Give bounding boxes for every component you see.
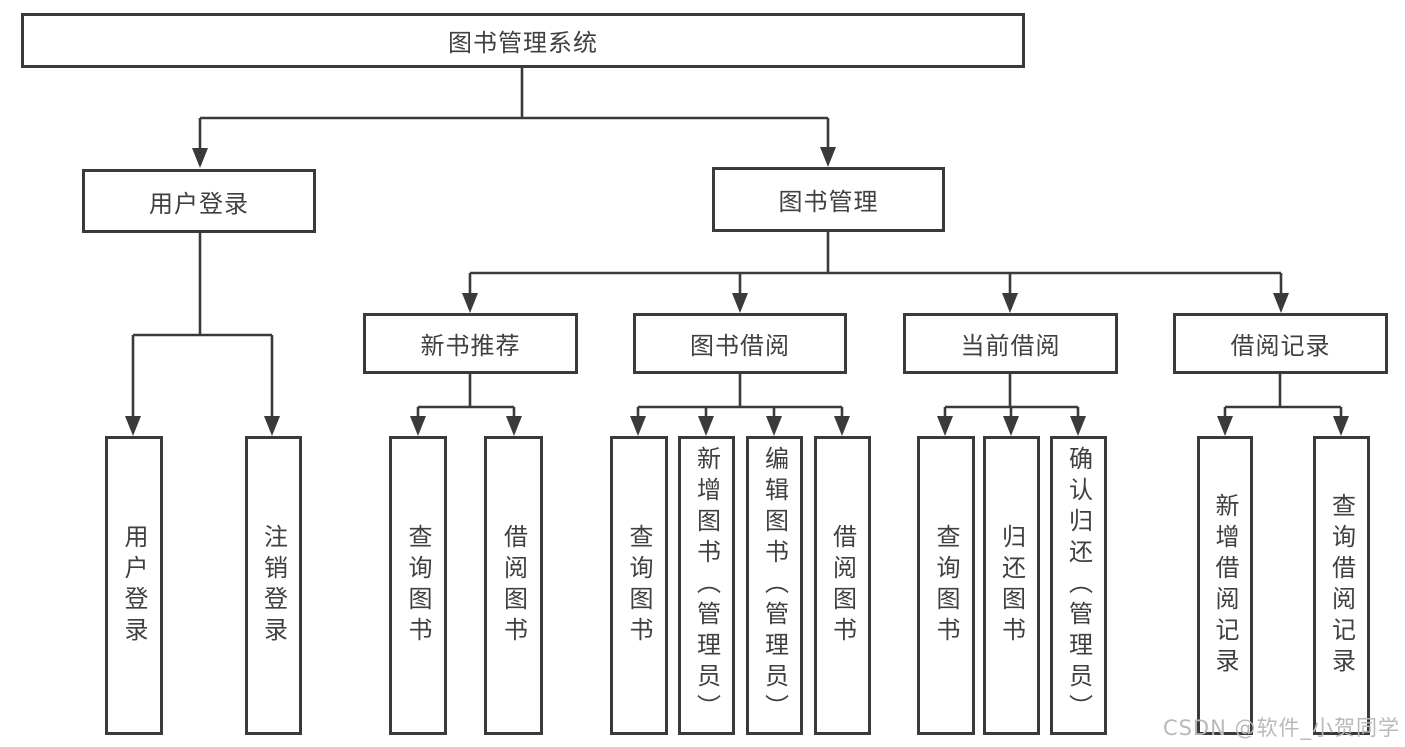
leaf-label: 新增图书（管理员）	[692, 446, 721, 725]
csdn-watermark: CSDN @软件_小贺同学	[1162, 716, 1400, 740]
leaf-user-login: 用户登录	[105, 436, 163, 735]
node-book-borrow: 图书借阅	[633, 313, 847, 374]
leaf-label: 借阅图书	[499, 523, 528, 648]
node-label: 借阅记录	[1230, 332, 1331, 360]
leaf-label: 用户登录	[120, 523, 148, 648]
leaf-borrow-query-book: 查询图书	[610, 436, 668, 735]
leaf-current-return-book: 归还图书	[983, 436, 1040, 735]
node-current-borrow: 当前借阅	[903, 313, 1118, 374]
node-label: 新书推荐	[420, 332, 521, 360]
leaf-record-query-borrow-record: 查询借阅记录	[1313, 436, 1370, 735]
leaf-label: 确认归还（管理员）	[1064, 446, 1093, 725]
leaf-label: 查询借阅记录	[1327, 492, 1356, 679]
leaf-label: 查询图书	[625, 523, 653, 648]
node-label: 图书借阅	[690, 332, 790, 360]
leaf-logout: 注销登录	[245, 436, 302, 735]
leaf-borrow-borrow-book: 借阅图书	[814, 436, 871, 735]
leaf-newbook-borrow-book: 借阅图书	[484, 436, 543, 735]
node-book-management: 图书管理	[712, 167, 945, 232]
leaf-label: 新增借阅记录	[1211, 492, 1239, 679]
leaf-label: 查询图书	[404, 523, 432, 648]
node-borrow-record: 借阅记录	[1173, 313, 1388, 374]
leaf-current-query-book: 查询图书	[917, 436, 975, 735]
root-node-label: 图书管理系统	[448, 29, 598, 57]
leaf-label: 查询图书	[932, 523, 960, 648]
node-label: 当前借阅	[960, 332, 1061, 360]
leaf-borrow-edit-book-admin: 编辑图书（管理员）	[746, 436, 803, 735]
leaf-label: 注销登录	[259, 523, 288, 648]
leaf-borrow-add-book-admin: 新增图书（管理员）	[678, 436, 735, 735]
leaf-label: 借阅图书	[828, 523, 857, 648]
leaf-record-add-borrow-record: 新增借阅记录	[1197, 436, 1253, 735]
node-label: 图书管理	[778, 188, 879, 216]
root-node-library-management-system: 图书管理系统	[21, 13, 1025, 68]
leaf-label: 归还图书	[997, 523, 1026, 648]
leaf-current-confirm-return-admin: 确认归还（管理员）	[1050, 436, 1107, 735]
leaf-label: 编辑图书（管理员）	[760, 446, 789, 725]
node-user-login-branch: 用户登录	[82, 169, 316, 233]
leaf-newbook-query-book: 查询图书	[389, 436, 447, 735]
node-new-book-recommend: 新书推荐	[363, 313, 578, 374]
node-label: 用户登录	[149, 189, 249, 218]
